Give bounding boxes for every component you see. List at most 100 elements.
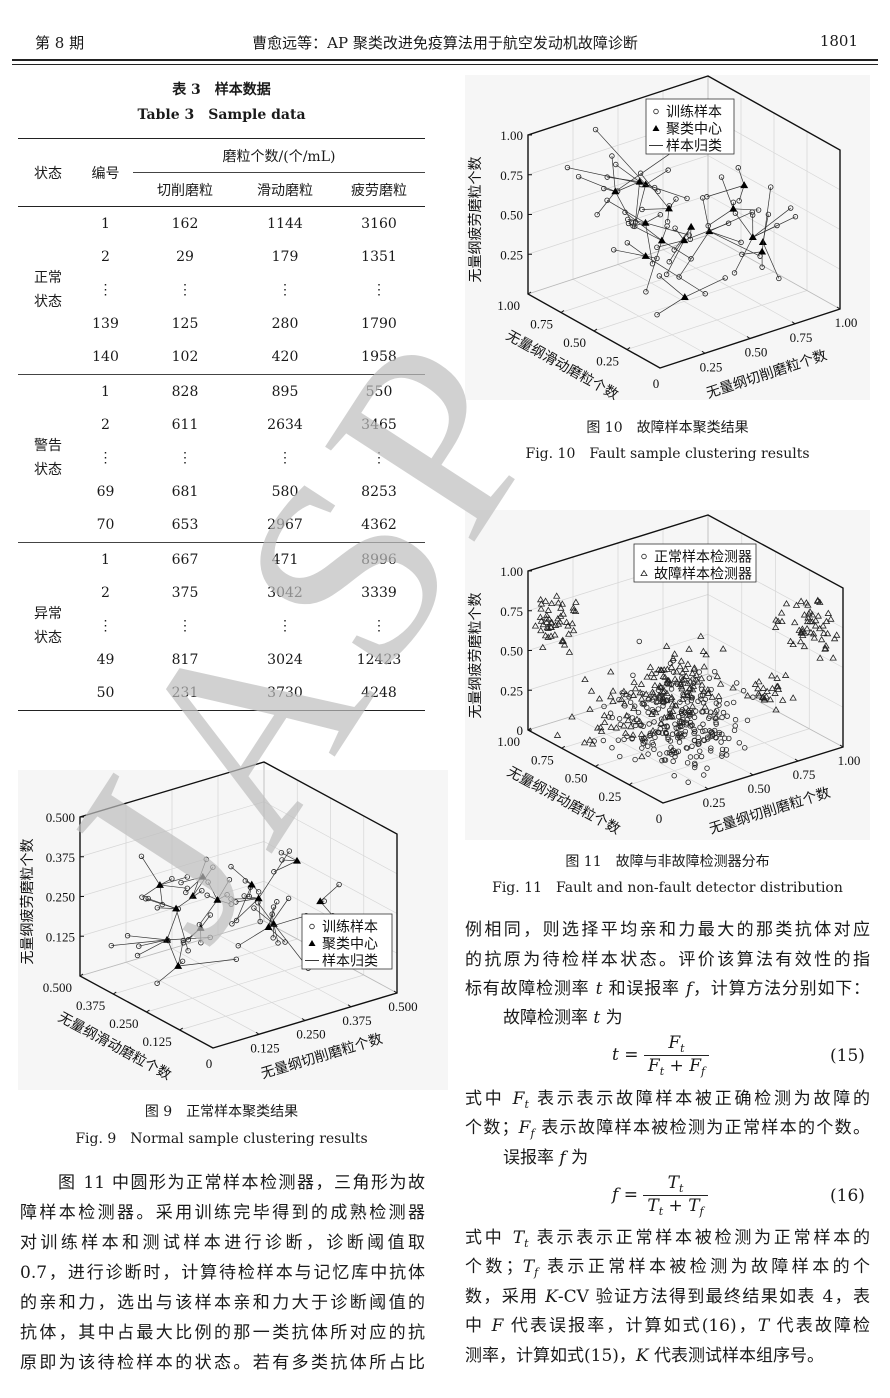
normal-detector-point (742, 745, 748, 751)
assignment-line (656, 296, 685, 315)
x-tick-label: 0.25 (703, 795, 726, 810)
fault-detector-point (572, 598, 580, 605)
normal-detector-point (716, 731, 722, 738)
y-tick (179, 1027, 184, 1031)
assignment-line (615, 150, 676, 192)
fault-detector-point (568, 619, 577, 627)
fault-detector-point (650, 673, 658, 681)
sample-id: 1 (78, 541, 133, 577)
text-run: 表示正常样本被检测为故障样本的个 (538, 1257, 870, 1277)
slide-count: 471 (237, 541, 333, 577)
fault-detector-point (543, 611, 551, 618)
eq16-plus: + (663, 1196, 689, 1216)
normal-detector-point (661, 757, 668, 763)
fatigue-count: 1351 (361, 249, 397, 266)
fatigue-count: 3160 (333, 206, 425, 241)
assignment-line (567, 167, 646, 185)
fault-detector-point (688, 708, 697, 716)
fault-detector-point (678, 732, 686, 739)
fault-detector-point (635, 717, 644, 724)
legend-label: 聚类中心 (322, 937, 378, 953)
normal-detector-point (632, 756, 638, 763)
training-sample-point (666, 259, 672, 265)
fault-detector-point (548, 618, 556, 626)
fault-detector-point (772, 706, 780, 713)
fault-detector-point (698, 681, 706, 688)
assignment-line (596, 191, 616, 215)
normal-detector-point (701, 737, 707, 744)
fault-detector-point (657, 719, 665, 727)
eq16-den-b-sub: f (699, 1205, 704, 1218)
y-tick-label: 0.500 (43, 980, 72, 995)
eq15-den-b: F (689, 1056, 701, 1076)
assignment-line (668, 226, 692, 262)
normal-detector-point (616, 696, 622, 703)
normal-detector-point (719, 731, 725, 737)
paragraph-line: 障样本检测器。采用训练完毕得到的成熟检测器 (20, 1201, 425, 1225)
z-axis-title: 无量纲疲劳磨粒个数 (467, 593, 484, 719)
normal-detector-point (645, 751, 651, 757)
fig11-caption-en: Fig. 11 Fault and non-fault detector dis… (492, 880, 843, 896)
training-sample-point (656, 273, 663, 279)
assignment-line (137, 939, 168, 956)
text-run: ，计算方法分别如下： (692, 979, 871, 999)
paragraph-line: 的亲和力，选出与该样本亲和力大于诊断阈值的 (20, 1291, 425, 1315)
fault-detector-point (714, 692, 723, 699)
cut-count: 667 (133, 541, 237, 577)
fault-detector-point (545, 615, 553, 622)
normal-detector-point (683, 720, 690, 726)
training-sample-point (654, 255, 660, 262)
cluster-center-point (657, 236, 666, 244)
normal-detector-point (702, 727, 708, 734)
fault-detector-point (814, 612, 823, 619)
eq15-num-sub: t (680, 1042, 685, 1055)
assignment-line (627, 242, 646, 257)
normal-detector-point (697, 748, 703, 754)
x-tick (347, 1004, 352, 1008)
y-tick (595, 764, 599, 767)
fault-detector-point (800, 642, 809, 650)
assignment-line (159, 884, 188, 889)
fault-detector-point (760, 696, 769, 703)
fault-detector-point (701, 703, 709, 710)
training-sample-point (196, 922, 203, 928)
fault-detector-point (649, 727, 657, 734)
fault-detector-point (609, 687, 617, 694)
fault-detector-point (712, 713, 720, 720)
paragraph-line: 误报率 f 为 (503, 1146, 588, 1170)
z-tick-label: 1.00 (500, 128, 523, 143)
text-run: 和误报率 (602, 979, 686, 999)
training-sample-point (198, 940, 204, 946)
fault-detector-point (800, 611, 809, 618)
normal-detector-point (707, 709, 714, 715)
text-run: -CV 验证方法得到最终结果如表 4，表 (557, 1287, 871, 1307)
y-tick (527, 291, 532, 295)
sample-id: 49 (96, 651, 115, 668)
training-sample-point (722, 275, 728, 281)
normal-detector-point (719, 746, 726, 753)
training-sample-point (601, 185, 607, 192)
cluster-center-point (611, 187, 620, 195)
fault-detector-point (667, 695, 675, 702)
normal-detector-point (736, 740, 742, 746)
fault-detector-point (768, 684, 777, 692)
cut-count: 231 (133, 676, 237, 711)
assignment-line (656, 240, 685, 248)
fault-detector-point (704, 689, 713, 696)
math-variable: F (518, 1118, 531, 1138)
normal-detector-point (621, 736, 627, 743)
math-subscript: t (524, 1098, 529, 1111)
fault-detector-point (719, 645, 727, 652)
fault-detector-point (654, 697, 662, 704)
normal-detector-point (640, 723, 647, 729)
fault-detector-point (636, 688, 644, 696)
fault-detector-point (622, 690, 631, 698)
fault-detector-point (571, 607, 580, 615)
fault-detector-point (824, 609, 833, 616)
fault-detector-point (661, 673, 669, 680)
fault-detector-point (638, 752, 646, 760)
equation-16: f = Tt Tt + Tf (612, 1173, 708, 1218)
assignment-line (157, 907, 177, 909)
y-tick-label: 1.00 (497, 298, 520, 313)
text-run: 为 (600, 1008, 623, 1028)
